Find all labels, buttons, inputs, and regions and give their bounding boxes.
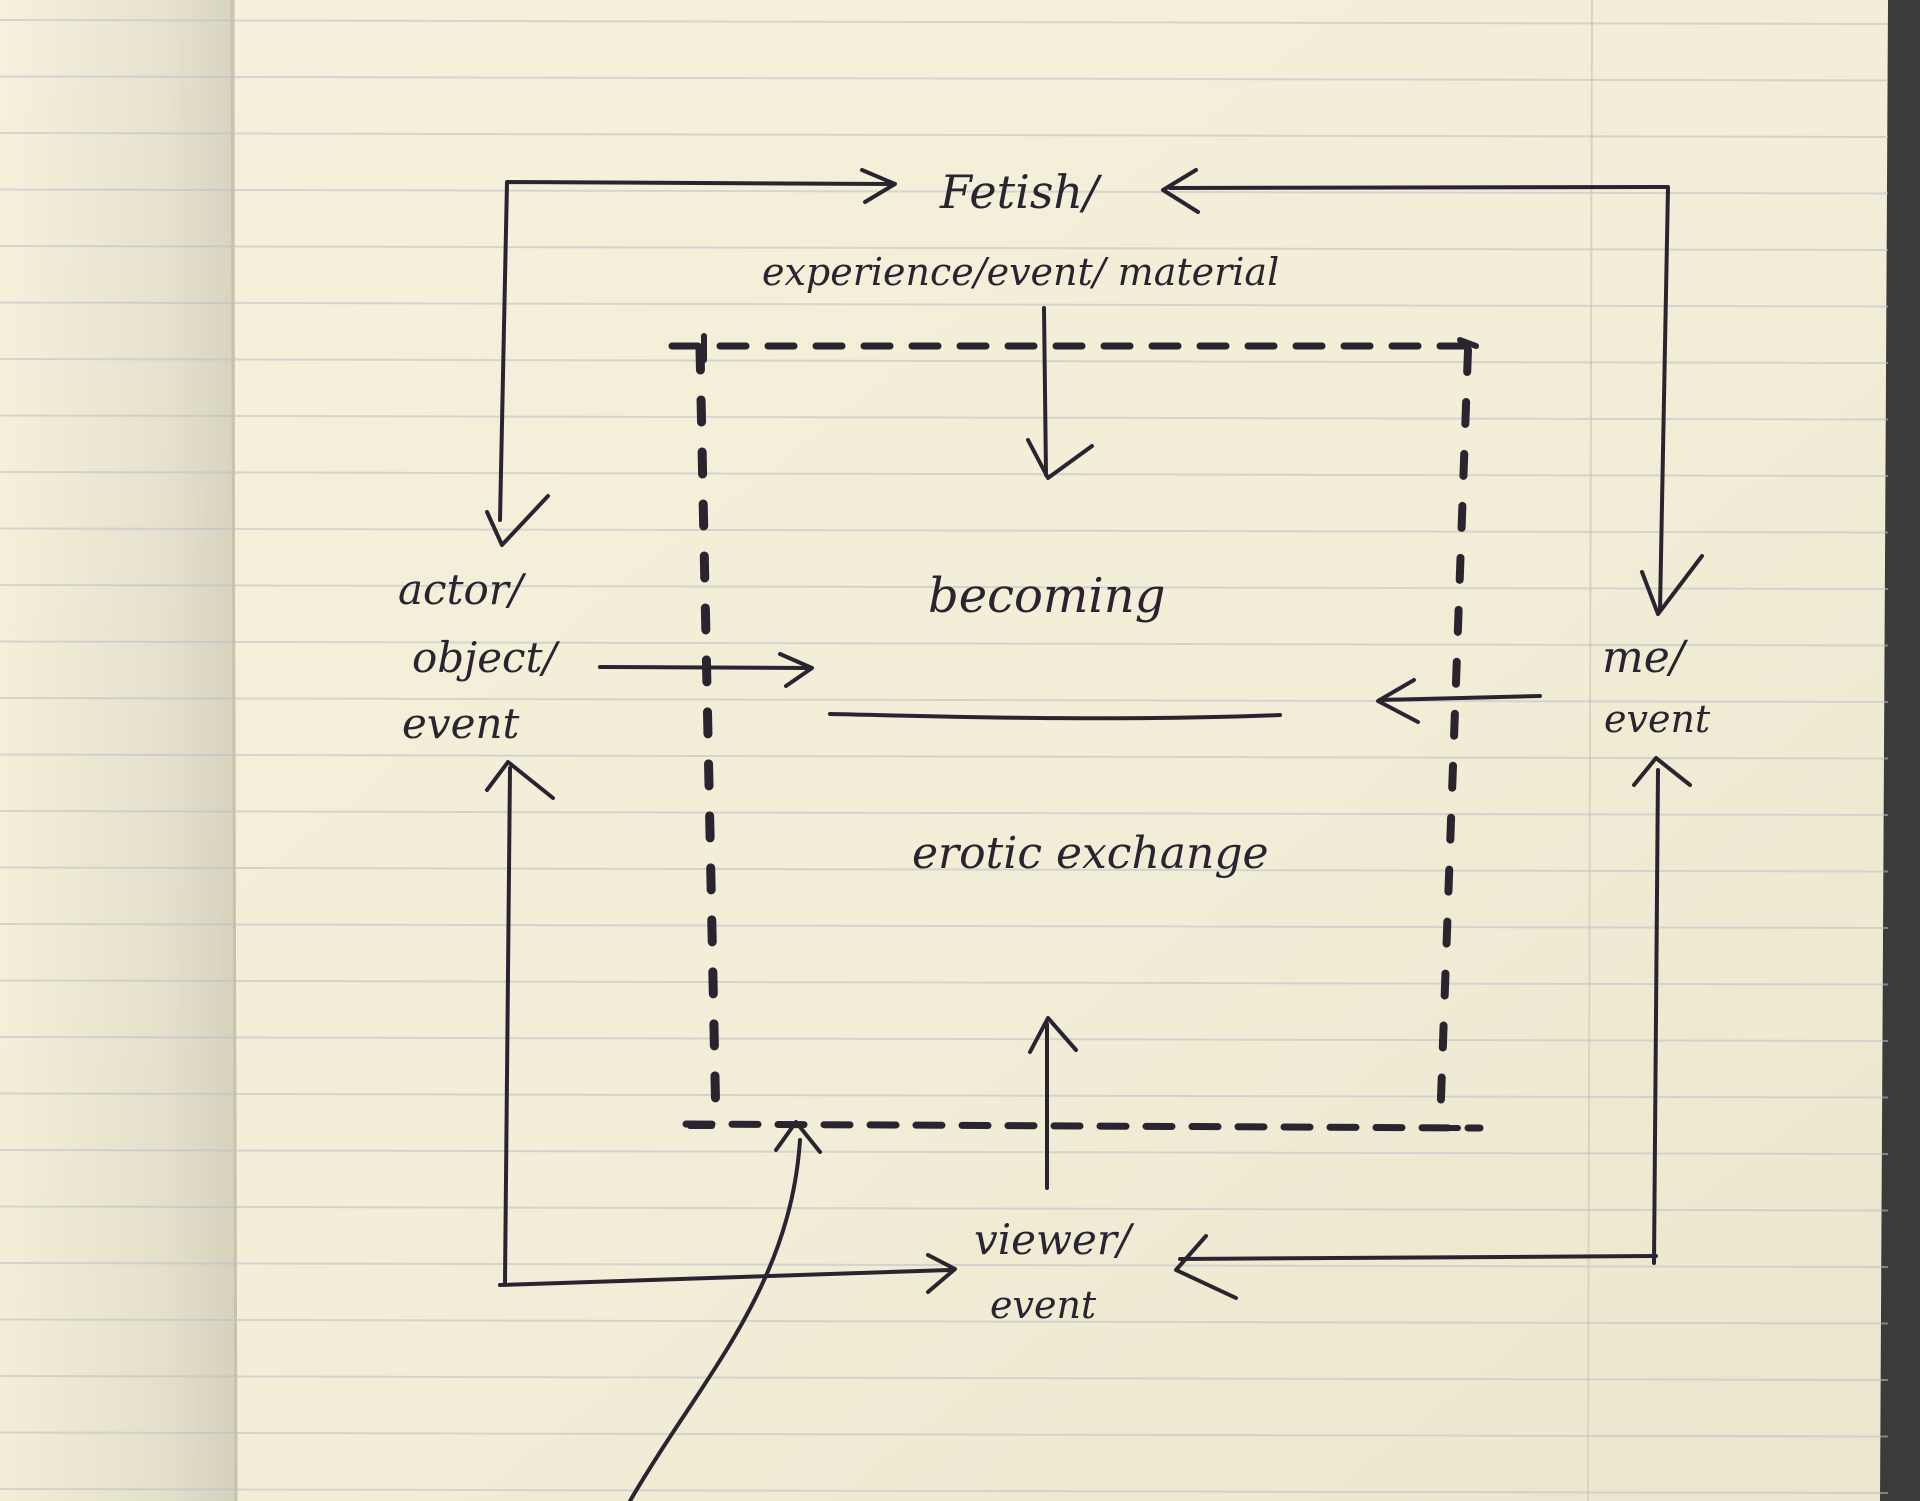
- me-label-line1: me/: [1602, 632, 1689, 683]
- ruled-line: [0, 1318, 1889, 1325]
- ruled-line: [0, 697, 1889, 703]
- page-gutter-line: [230, 0, 238, 1501]
- diagram-labels: Fetish/ experience/event/ material becom…: [398, 165, 1711, 1327]
- arrowhead-becoming-top: [1026, 438, 1094, 480]
- me-label-line2: event: [1604, 697, 1711, 741]
- ruled-line: [0, 1488, 1889, 1494]
- arrow-actor-to-center: [598, 665, 810, 670]
- ruled-lines: [0, 19, 1889, 1494]
- ruled-line: [0, 301, 1889, 308]
- ruled-line: [0, 471, 1889, 477]
- page-gutter-shadow: [0, 0, 235, 1501]
- ruled-line: [0, 866, 1889, 873]
- arrow-me-to-center: [1378, 694, 1542, 702]
- ruled-line: [0, 1431, 1889, 1438]
- ruled-line: [0, 414, 1889, 421]
- ruled-line: [0, 527, 1889, 534]
- ruled-line: [0, 132, 1889, 138]
- arrowhead-viewer-left: [926, 1253, 957, 1294]
- arrowhead-incoming-curve: [774, 1120, 822, 1154]
- arrowhead-fetish-right: [1161, 168, 1200, 214]
- arrowhead-actor-top: [485, 494, 550, 547]
- ruled-line: [0, 1205, 1889, 1212]
- actor-label-line3: event: [402, 699, 519, 748]
- arrowhead-center-left: [778, 652, 814, 688]
- actor-label-line2: object/: [412, 633, 560, 682]
- ruled-line: [0, 584, 1889, 590]
- arrow-actor-to-viewer: [498, 1268, 952, 1287]
- arrow-actor-to-fetish: [498, 180, 892, 522]
- diagram-arrows: [485, 168, 1704, 1501]
- becoming-label: becoming: [928, 568, 1165, 624]
- ruled-line: [0, 923, 1889, 929]
- actor-label-line1: actor/: [398, 565, 527, 614]
- ruled-line: [0, 188, 1889, 195]
- ruled-line: [0, 358, 1889, 364]
- viewer-label-line1: viewer/: [974, 1215, 1135, 1264]
- fetish-label-line1: Fetish/: [939, 165, 1103, 219]
- arrowhead-viewer-right: [1174, 1234, 1238, 1300]
- arrow-viewer-to-me: [1652, 768, 1660, 1265]
- arrow-me-to-viewer: [1178, 1254, 1658, 1261]
- arrow-fetish-to-becoming: [1042, 306, 1048, 477]
- viewer-label-line2: event: [990, 1283, 1097, 1327]
- arrowhead-exchange-bottom: [1028, 1016, 1078, 1054]
- incoming-curve: [628, 1138, 802, 1501]
- ruled-line: [0, 245, 1889, 251]
- arrow-viewer-to-actor: [503, 766, 512, 1284]
- ruled-line: [0, 640, 1889, 647]
- arrowhead-fetish-left: [860, 168, 897, 204]
- ruled-line: [0, 75, 1889, 82]
- ruled-line: [0, 1092, 1889, 1099]
- ruled-line: [0, 1149, 1889, 1155]
- corner-tick-top-right: [1457, 337, 1479, 349]
- arrowhead-me-top: [1640, 554, 1704, 616]
- ruled-line: [0, 19, 1889, 25]
- arrowhead-actor-bottom: [485, 760, 555, 800]
- ruled-line: [0, 753, 1889, 760]
- arrowhead-me-bottom: [1632, 756, 1692, 787]
- ruled-line: [0, 810, 1889, 816]
- ruled-line: [0, 1036, 1889, 1042]
- divider-line: [828, 712, 1282, 721]
- arrowhead-center-right: [1376, 678, 1420, 724]
- erotic-exchange-label: erotic exchange: [912, 828, 1269, 879]
- ruled-line: [0, 979, 1889, 986]
- arrow-fetish-to-me: [1168, 185, 1670, 612]
- dashed-boundary-box: [668, 342, 1484, 1132]
- fetish-label-line2: experience/event/ material: [762, 250, 1279, 294]
- ruled-line: [0, 1375, 1889, 1381]
